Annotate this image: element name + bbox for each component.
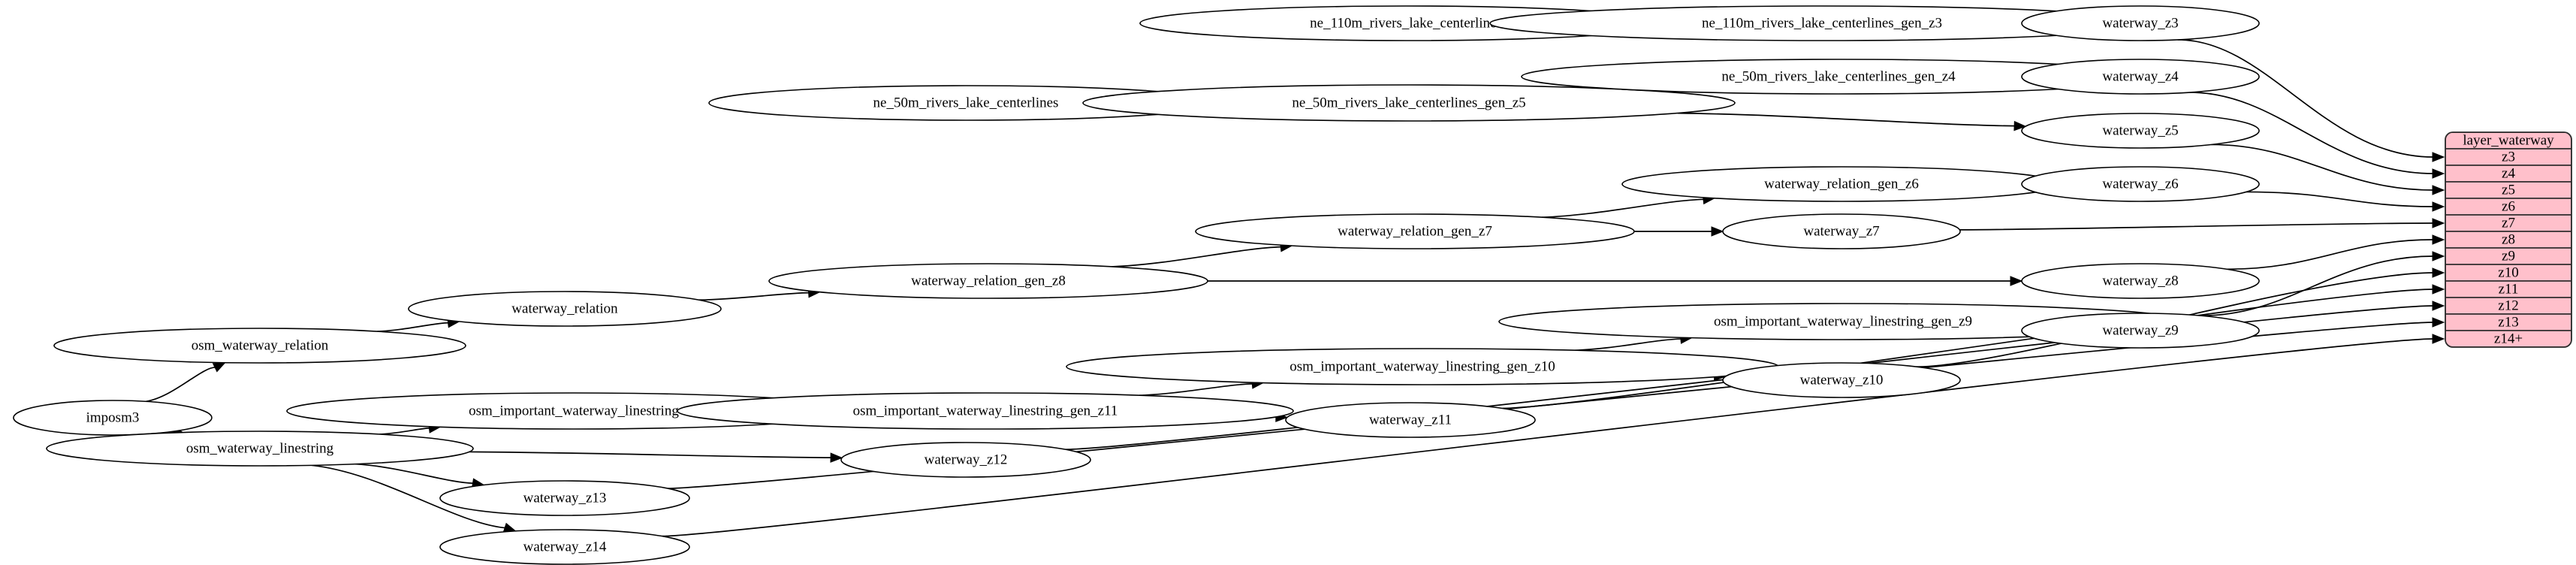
edge-osm_important_waterway_linestring_gen_z10-to-osm_important_waterway_linestring_gen_z9 [1574,338,1682,352]
node-shape [1082,84,1736,122]
edge-arrowhead [2432,201,2445,212]
node-shape [677,392,1294,430]
node-shape [1722,213,1961,249]
edge-waterway_relation_gen_z7-to-waterway_relation_gen_z6 [1542,198,1705,219]
node-shape [1285,402,1536,438]
node-waterway_z10[interactable]: waterway_z10 [1722,362,1961,398]
edge-osm_waterway_linestring-to-osm_important_waterway_linestring [379,428,430,435]
edge-osm_important_waterway_linestring_gen_z11-to-osm_important_waterway_linestring_gen_z10 [1139,383,1253,397]
node-waterway_z11[interactable]: waterway_z11 [1285,402,1536,438]
layer-waterway-table[interactable]: layer_waterwayz3z4z5z6z7z8z9z10z11z12z13… [2445,131,2572,348]
edge-arrowhead [2010,276,2023,286]
edge-waterway_z13-to-z13 [668,322,2434,489]
table-row-z9[interactable] [2445,247,2571,265]
node-waterway_z6[interactable]: waterway_z6 [2021,166,2260,202]
edge-arrowhead [2013,120,2027,131]
edge-arrowhead [830,452,843,463]
edge-arrowhead [2432,152,2445,162]
table-row-z4[interactable] [2445,165,2571,183]
edge-waterway_relation_gen_z8-to-waterway_relation_gen_z7 [1111,246,1282,267]
node-waterway_z12[interactable]: waterway_z12 [840,442,1091,478]
edge-arrowhead [2432,218,2445,228]
edge-waterway_z14-to-z14+ [662,338,2434,537]
edge-waterway_relation-to-waterway_relation_gen_z8 [698,292,810,301]
edge-waterway_z8-to-z8 [2227,239,2434,270]
node-osm_important_waterway_linestring_gen_z11[interactable]: osm_important_waterway_linestring_gen_z1… [677,392,1294,430]
node-osm_waterway_relation[interactable]: osm_waterway_relation [53,328,466,364]
node-imposm3[interactable]: imposm3 [13,400,213,436]
edge-osm_waterway_linestring-to-waterway_z12 [469,451,832,458]
edge-arrowhead [212,362,226,373]
edge-osm_waterway_relation-to-waterway_relation [377,322,449,332]
node-waterway_z5[interactable]: waterway_z5 [2021,113,2260,149]
node-shape [53,328,466,364]
table-outline [2445,131,2572,348]
edge-waterway_z4-to-z4 [2189,92,2434,174]
node-shape [768,263,1208,299]
edge-arrowhead [2432,284,2445,295]
edge-arrowhead [2432,317,2445,328]
node-waterway_relation_gen_z6[interactable]: waterway_relation_gen_z6 [1621,166,2062,202]
edge-arrowhead [2432,301,2445,311]
node-osm_important_waterway_linestring_gen_z10[interactable]: osm_important_waterway_linestring_gen_z1… [1066,348,1779,385]
node-shape [1066,348,1779,385]
node-shape [13,400,213,436]
edge-waterway_z9-to-z9 [2200,255,2434,317]
edge-arrowhead [2432,267,2445,278]
node-shape [2021,313,2260,349]
edge-waterway_z6-to-z6 [2246,191,2434,207]
node-shape [408,291,722,327]
table-row-z14plus[interactable] [2445,330,2571,347]
edge-arrowhead [2432,234,2445,245]
table-row-z8[interactable] [2445,231,2571,249]
nodes-layer: imposm3 osm_waterway_relation osm_waterway… [13,5,2260,565]
node-shape [2021,59,2260,95]
edge-waterway_z3-to-z3 [2177,38,2434,158]
node-waterway_z9[interactable]: waterway_z9 [2021,313,2260,349]
edge-ne_50m_rivers_lake_centerlines_gen_z5-to-waterway_z5 [1677,112,2016,127]
table-row-z13[interactable] [2445,313,2571,331]
node-shape [2021,263,2260,299]
node-waterway_z4[interactable]: waterway_z4 [2021,59,2260,95]
node-waterway_z3[interactable]: waterway_z3 [2021,5,2260,41]
table-row-z11[interactable] [2445,280,2571,298]
table-row-z3[interactable] [2445,148,2571,166]
edge-imposm3-to-osm_waterway_relation [146,366,216,403]
node-waterway_relation[interactable]: waterway_relation [408,291,722,327]
table-row-z7[interactable] [2445,214,2571,232]
node-waterway_z14[interactable]: waterway_z14 [439,529,690,565]
node-shape [1195,213,1635,249]
edge-arrowhead [2432,168,2445,179]
table-header-cell [2445,132,2571,150]
node-shape [46,431,474,467]
node-waterway_z7[interactable]: waterway_z7 [1722,213,1961,249]
node-waterway_z13[interactable]: waterway_z13 [439,480,690,516]
edge-osm_waterway_linestring-to-waterway_z13 [354,463,474,485]
node-waterway_relation_gen_z7[interactable]: waterway_relation_gen_z7 [1195,213,1635,249]
edge-waterway_z7-to-z7 [1959,222,2434,231]
node-waterway_relation_gen_z8[interactable]: waterway_relation_gen_z8 [768,263,1208,299]
node-waterway_z8[interactable]: waterway_z8 [2021,263,2260,299]
edge-arrowhead [2432,185,2445,195]
table-row-z10[interactable] [2445,264,2571,282]
edge-arrowhead [2432,334,2445,344]
node-shape [2021,166,2260,202]
node-shape [2021,5,2260,41]
node-shape [439,480,690,516]
edge-arrowhead [2432,251,2445,261]
node-shape [1621,166,2062,202]
node-osm_waterway_linestring[interactable]: osm_waterway_linestring [46,431,474,467]
node-shape [439,529,690,565]
edge-arrowhead [1711,226,1724,237]
node-shape [840,442,1091,478]
table-row-z12[interactable] [2445,297,2571,315]
table-row-z6[interactable] [2445,198,2571,216]
edge-osm_waterway_linestring-to-waterway_z14 [312,464,506,529]
node-shape [2021,113,2260,149]
table-row-z5[interactable] [2445,181,2571,199]
edge-waterway_z5-to-z5 [2211,144,2434,191]
node-shape [1722,362,1961,398]
